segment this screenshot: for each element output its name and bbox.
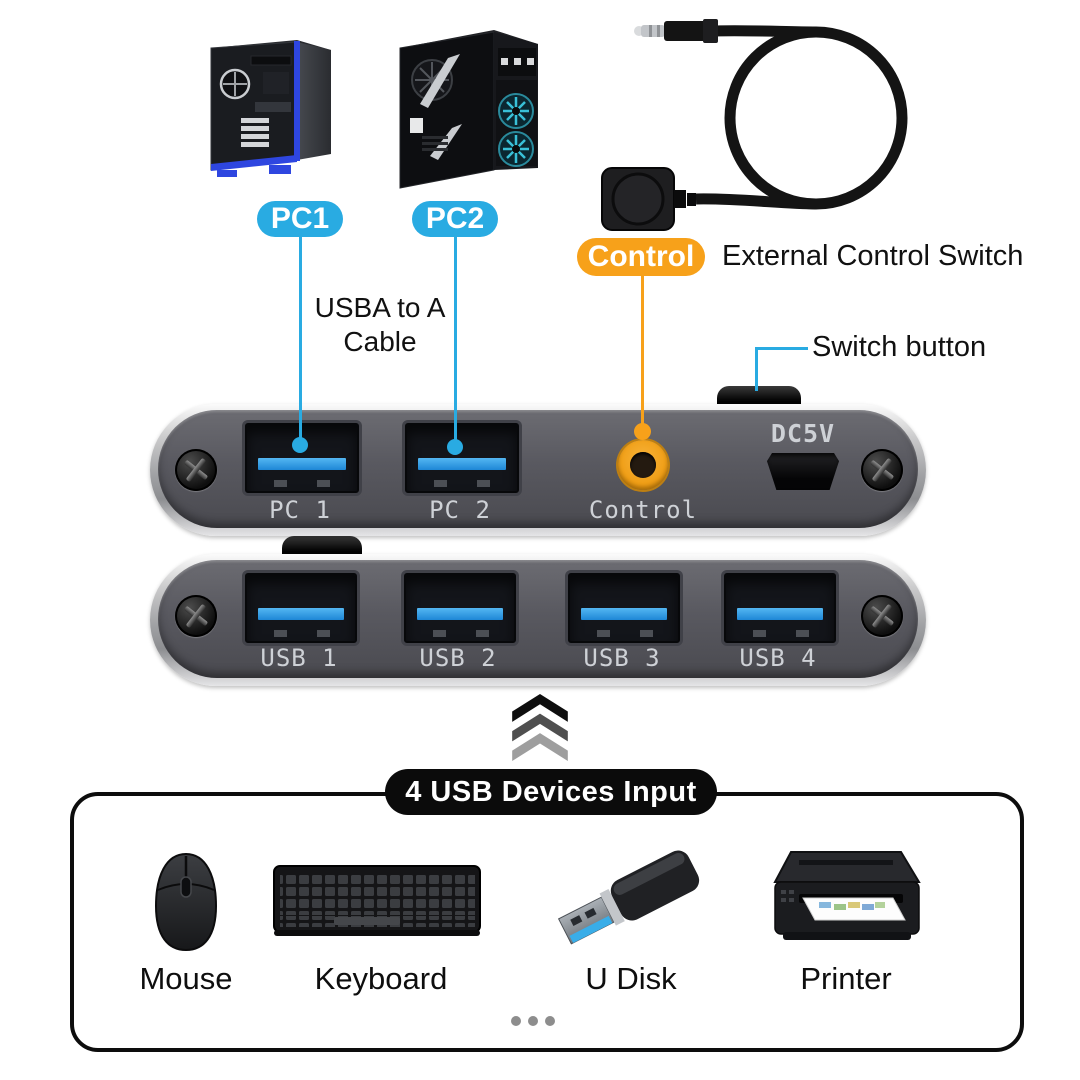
mouse-label: Mouse: [139, 961, 233, 996]
screw-icon: [175, 449, 217, 491]
usb-port-2: [404, 573, 516, 643]
switch-device-front-panel: PC 1 PC 2 Control DC5V: [150, 404, 926, 536]
mouse-icon: [154, 852, 218, 952]
dot-icon: [528, 1016, 538, 1026]
pc2-connector-line: [454, 236, 457, 441]
usb-port-3: [568, 573, 680, 643]
screw-icon: [175, 595, 217, 637]
pc1-tower-image: [210, 40, 331, 177]
switch-button-pointer-vertical: [755, 347, 758, 391]
more-devices-dots: [511, 1016, 555, 1026]
udisk-label: U Disk: [585, 961, 677, 996]
usb-port-pc1: [245, 423, 359, 493]
control-connector-line: [641, 275, 644, 425]
external-control-switch-label: External Control Switch: [722, 240, 1024, 272]
control-jack: [618, 440, 668, 490]
usba-cable-label: USBA to A Cable: [314, 292, 446, 357]
dot-icon: [511, 1016, 521, 1026]
usb-port-1: [245, 573, 357, 643]
switch-button-label: Switch button: [812, 331, 987, 363]
pc2-port-label: PC 2: [429, 496, 491, 524]
screw-icon: [861, 449, 903, 491]
control-badge: Control: [577, 238, 705, 276]
screw-icon: [861, 595, 903, 637]
usb-port-pc2: [405, 423, 519, 493]
pc1-badge: PC1: [257, 201, 343, 237]
up-chevrons-icon: [512, 694, 568, 761]
printer-icon: [773, 851, 921, 940]
usb-flash-drive-icon: [557, 850, 700, 945]
switch-device-back-panel: USB 1 USB 2 USB 3 USB 4: [150, 554, 926, 686]
keyboard-icon: [273, 865, 481, 936]
pc2-connector-dot: [447, 439, 463, 455]
pc2-badge: PC2: [412, 201, 498, 237]
control-connector-dot: [634, 423, 651, 440]
pc1-port-label: PC 1: [269, 496, 331, 524]
usb3-port-label: USB 3: [583, 644, 661, 672]
usb-port-4: [724, 573, 836, 643]
usb-devices-title-badge: 4 USB Devices Input: [385, 769, 717, 815]
micro-usb-port: [767, 453, 839, 490]
control-jack-label: Control: [588, 496, 698, 524]
usb4-port-label: USB 4: [739, 644, 817, 672]
switch-button-top: [717, 386, 801, 408]
pc2-tower-image: [399, 30, 538, 189]
switch-button-back: [282, 536, 362, 558]
dot-icon: [545, 1016, 555, 1026]
printer-label: Printer: [800, 961, 892, 996]
dc5v-label: DC5V: [770, 419, 836, 448]
pc1-connector-line: [299, 236, 302, 439]
pc1-connector-dot: [292, 437, 308, 453]
usb1-port-label: USB 1: [260, 644, 338, 672]
external-control-switch-image: [601, 19, 908, 231]
keyboard-label: Keyboard: [314, 961, 448, 996]
switch-button-pointer-horizontal: [755, 347, 808, 350]
usb2-port-label: USB 2: [419, 644, 497, 672]
